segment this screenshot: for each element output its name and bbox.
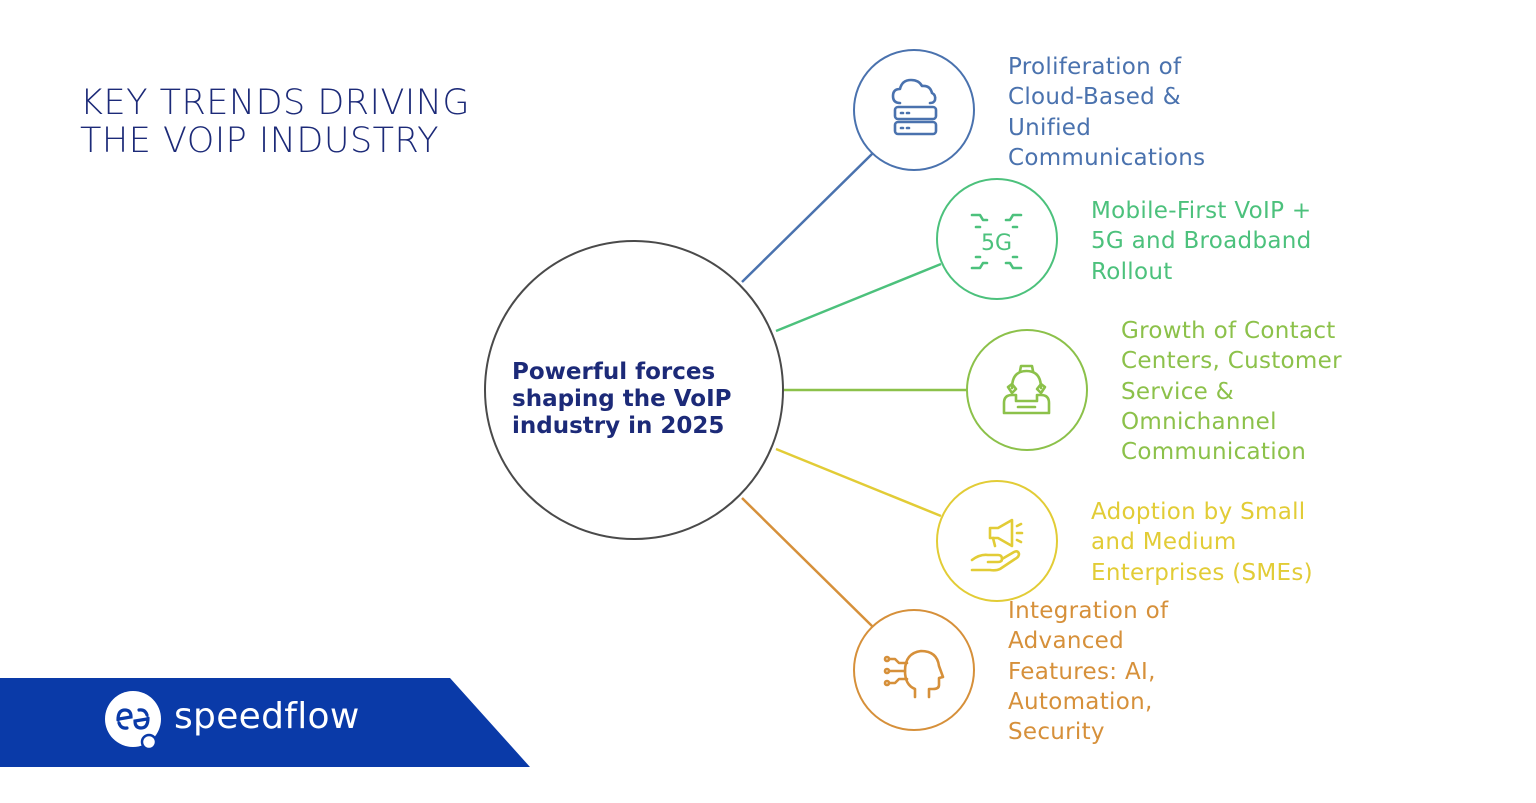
trend-cloud-line-3: Unified — [1008, 114, 1092, 141]
trend-ai-line-1: Integration of — [1008, 598, 1169, 624]
trend-node-sme — [936, 480, 1058, 602]
megaphone-hand-icon — [970, 518, 1024, 572]
trend-label-sme: Adoption by Small and Medium Enterprises… — [1091, 497, 1313, 588]
trend-node-cloud — [853, 49, 975, 171]
trend-label-cloud: Proliferation of Cloud-Based & Unified C… — [1008, 52, 1205, 173]
connector-ai — [741, 497, 874, 628]
trend-contact-line-2: Centers, Customer — [1121, 348, 1342, 375]
trend-ai-line-2: Advanced — [1008, 628, 1125, 655]
hub-line-3: industry in 2025 — [512, 413, 725, 439]
trend-sme-line-3: Enterprises (SMEs) — [1091, 559, 1313, 586]
central-hub-circle — [484, 240, 784, 540]
cloud-server-icon — [891, 78, 938, 136]
trend-label-5g: Mobile-First VoIP + 5G and Broadband Rol… — [1091, 196, 1312, 287]
trend-contact-line-4: Omnichannel — [1121, 408, 1277, 435]
title-line-2: THE VOIP INDUSTRY — [80, 121, 439, 161]
ai-head-icon — [883, 649, 945, 699]
hub-line-2: shaping the VoIP — [512, 386, 732, 412]
trend-cloud-line-1: Proliferation of — [1008, 54, 1182, 80]
trend-5g-line-2: 5G and Broadband — [1091, 228, 1312, 255]
trend-node-5g: 5G — [936, 178, 1058, 300]
trend-cloud-line-4: Communications — [1008, 144, 1206, 171]
page-title: KEY TRENDS DRIVING THE VOIP INDUSTRY — [80, 84, 560, 160]
trend-node-ai — [853, 609, 975, 731]
trend-ai-line-4: Automation, — [1008, 688, 1153, 715]
trend-label-contact-center: Growth of Contact Centers, Customer Serv… — [1121, 316, 1342, 467]
trend-5g-line-3: Rollout — [1091, 258, 1173, 285]
trend-sme-line-2: and Medium — [1091, 529, 1237, 556]
trend-node-contact-center — [966, 329, 1088, 451]
headset-phone-icon — [1002, 364, 1051, 415]
trend-contact-line-3: Service & — [1121, 378, 1234, 405]
trend-contact-line-1: Growth of Contact — [1121, 318, 1336, 344]
trend-5g-line-1: Mobile-First VoIP + — [1091, 198, 1312, 224]
5g-icon: 5G — [970, 213, 1023, 270]
connector-cloud — [741, 152, 874, 283]
trend-cloud-line-2: Cloud-Based & — [1008, 84, 1181, 111]
5g-icon-text: 5G — [981, 231, 1012, 256]
trend-contact-line-5: Communication — [1121, 439, 1307, 466]
connector-5g — [775, 262, 942, 333]
trend-label-ai: Integration of Advanced Features: AI, Au… — [1008, 596, 1168, 747]
brand-name: speedflow — [174, 696, 360, 737]
trend-ai-line-3: Features: AI, — [1008, 658, 1156, 685]
hub-label: Powerful forces shaping the VoIP industr… — [512, 359, 772, 440]
hub-line-1: Powerful forces — [512, 359, 716, 385]
speedflow-logo-icon — [105, 691, 161, 751]
title-line-1: KEY TRENDS DRIVING — [80, 83, 471, 123]
connector-sme — [775, 447, 942, 518]
trend-sme-line-1: Adoption by Small — [1091, 499, 1306, 525]
trend-ai-line-5: Security — [1008, 719, 1105, 746]
